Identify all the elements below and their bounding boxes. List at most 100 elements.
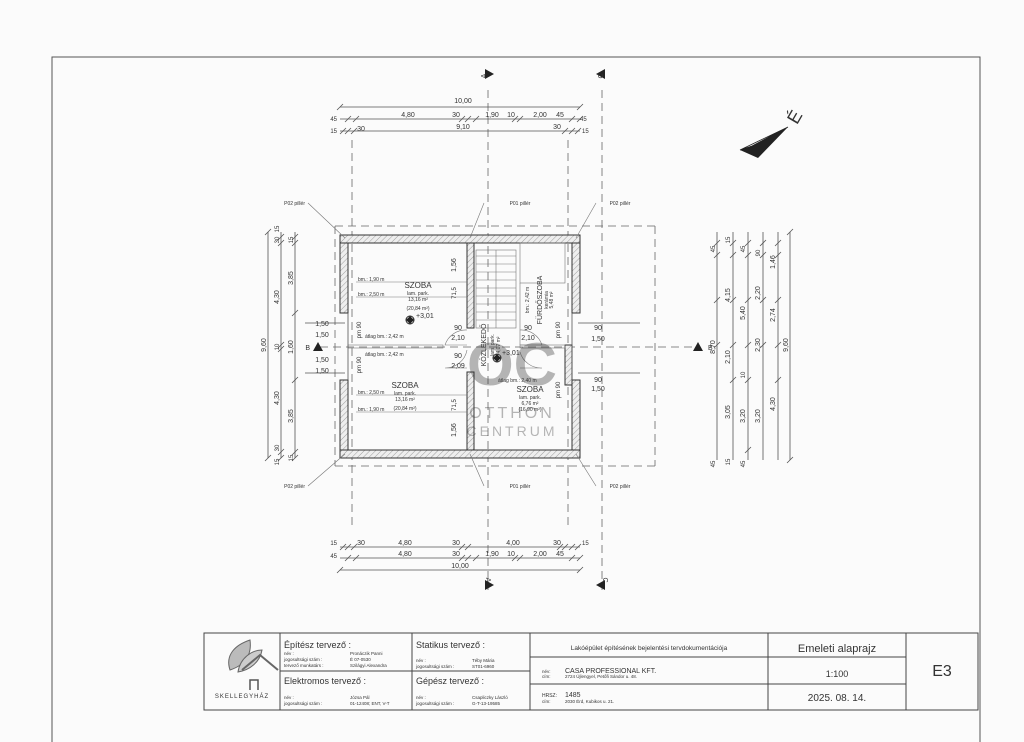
dim: 9,10 <box>456 124 470 131</box>
dim: 45 <box>711 245 717 252</box>
dim: 4,30 <box>274 391 281 405</box>
dim: 4,30 <box>770 397 777 411</box>
structural-license: ST01-6960 <box>472 664 495 669</box>
dimension-lines <box>264 103 794 574</box>
room-name: KÖZLEKEDŐ <box>479 323 488 366</box>
dim: 10 <box>275 343 281 350</box>
dim: 10 <box>507 551 515 558</box>
dim: 9,60 <box>261 338 268 352</box>
dim: 30 <box>452 551 460 558</box>
label: HRSZ: <box>542 693 557 699</box>
electrical-heading: Elektromos tervező : <box>284 676 366 686</box>
dim: 30 <box>357 540 365 547</box>
pillar-label: P02 pillér <box>610 484 631 490</box>
room-gross-area: (16,90 m²) <box>518 407 541 413</box>
label: jogosultsági szám : <box>283 701 322 706</box>
dim: 1,90 <box>485 551 499 558</box>
label: név: <box>542 669 551 674</box>
dim: 30 <box>553 124 561 131</box>
dim: 4,80 <box>401 112 415 119</box>
room-floor: lam. park. <box>407 291 429 297</box>
dim: 3,20 <box>755 409 762 423</box>
dim: 2,00 <box>533 551 547 558</box>
label: tervező munkatárs : <box>284 663 324 668</box>
project-title: Lakóépület építésének bejelentési tervdo… <box>571 645 728 652</box>
electrical-name: Józsa Pál <box>350 695 370 700</box>
dim: 90 <box>594 377 602 384</box>
room-floor: lam. park. <box>394 391 416 397</box>
dim: 15 <box>582 129 589 135</box>
dim: pm 90 <box>556 321 562 338</box>
label: név : <box>416 658 426 663</box>
drawing-scale: 1:100 <box>826 669 849 679</box>
drawing-number: E3 <box>932 663 952 680</box>
dim: 45 <box>556 112 564 119</box>
title-block: SKELLEGYHÁZ <box>203 632 979 711</box>
dim: 1,90 <box>485 112 499 119</box>
label: jogosultsági szám : <box>415 664 454 669</box>
dim: 4,80 <box>398 551 412 558</box>
pillar-label: P01 pillér <box>510 484 531 490</box>
dim: 45 <box>580 117 587 123</box>
room-area: 5,48 m² <box>549 291 555 308</box>
dim: 30 <box>357 126 365 133</box>
section-label: C <box>598 73 605 78</box>
height-label: bm.: 2,50 m <box>358 390 384 396</box>
height-label: bm.: 1,90 m <box>358 277 384 283</box>
label: név : <box>284 695 294 700</box>
mechanical-heading: Gépész tervező : <box>416 676 484 686</box>
drawing-date: 2025. 08. 14. <box>808 693 866 704</box>
plan-labels: 10,00 45 4,80 30 1,90 10 2,00 45 45 15 30 9,10 30 15 1… <box>261 73 806 582</box>
section-label: B <box>305 345 310 352</box>
section-a-marker-top <box>485 69 494 79</box>
room-name: SZOBA <box>516 385 544 394</box>
room-gross-area: (20,84 m²) <box>393 406 416 412</box>
room-name: FÜRDŐSZOBA <box>535 275 544 324</box>
label: név : <box>416 695 426 700</box>
mechanical-license: G-T-13-19585 <box>472 701 501 706</box>
architect-staff: Szilágyi Alexandra <box>350 663 387 668</box>
label: név : <box>284 651 294 656</box>
section-b-marker-left <box>313 342 323 351</box>
dim: 1,50 <box>591 386 605 393</box>
dim: 30 <box>275 444 281 451</box>
hrsz: 1485 <box>565 692 581 699</box>
architect-heading: Építész tervező : <box>284 640 351 650</box>
room-area: 13,16 m² <box>395 397 415 403</box>
dim: 10 <box>507 112 515 119</box>
architect-license: É 07-0530 <box>350 656 371 662</box>
structural-heading: Statikus tervező : <box>416 640 485 650</box>
dim: 9,60 <box>783 338 790 352</box>
drawing-name: Emeleti alaprajz <box>798 643 876 655</box>
dim: 2,09 <box>451 363 465 370</box>
dim: 45 <box>556 551 564 558</box>
dim: 1,50 <box>315 321 329 328</box>
dim: 15 <box>275 458 281 465</box>
dim: 45 <box>330 554 337 560</box>
dim: 15 <box>289 236 295 243</box>
dim: 5,40 <box>740 306 747 320</box>
room-height: bm.: 2,42 m <box>525 287 531 313</box>
dim: 45 <box>330 117 337 123</box>
label: jogosultsági szám : <box>415 701 454 706</box>
room-floor: kerámia <box>544 291 550 309</box>
room-area: 6,76 m² <box>522 401 539 407</box>
section-markers <box>313 69 703 590</box>
structural-name: Téby Mária <box>472 658 495 663</box>
level-label: +3,01 <box>416 313 434 320</box>
client-address: 2724 Újlengyel, Petőfi Sándor u. 48. <box>565 673 637 679</box>
dim: 10 <box>741 371 747 378</box>
dim: 90 <box>594 325 602 332</box>
room-gross-area: (20,84 m²) <box>406 306 429 312</box>
section-label: C <box>601 577 608 582</box>
architect-name: Pronáczik Panni <box>350 651 383 656</box>
watermark-line2: CENTRUM <box>467 423 558 439</box>
walls <box>339 234 581 459</box>
dim: 15 <box>330 541 337 547</box>
dim: 10,00 <box>451 563 469 570</box>
room-area: 13,16 m² <box>408 297 428 303</box>
dim: 1,56 <box>451 258 458 272</box>
dim: 15 <box>275 225 281 232</box>
dim: 45 <box>741 460 747 467</box>
height-label: átlag bm.: 2,42 m <box>365 352 404 358</box>
